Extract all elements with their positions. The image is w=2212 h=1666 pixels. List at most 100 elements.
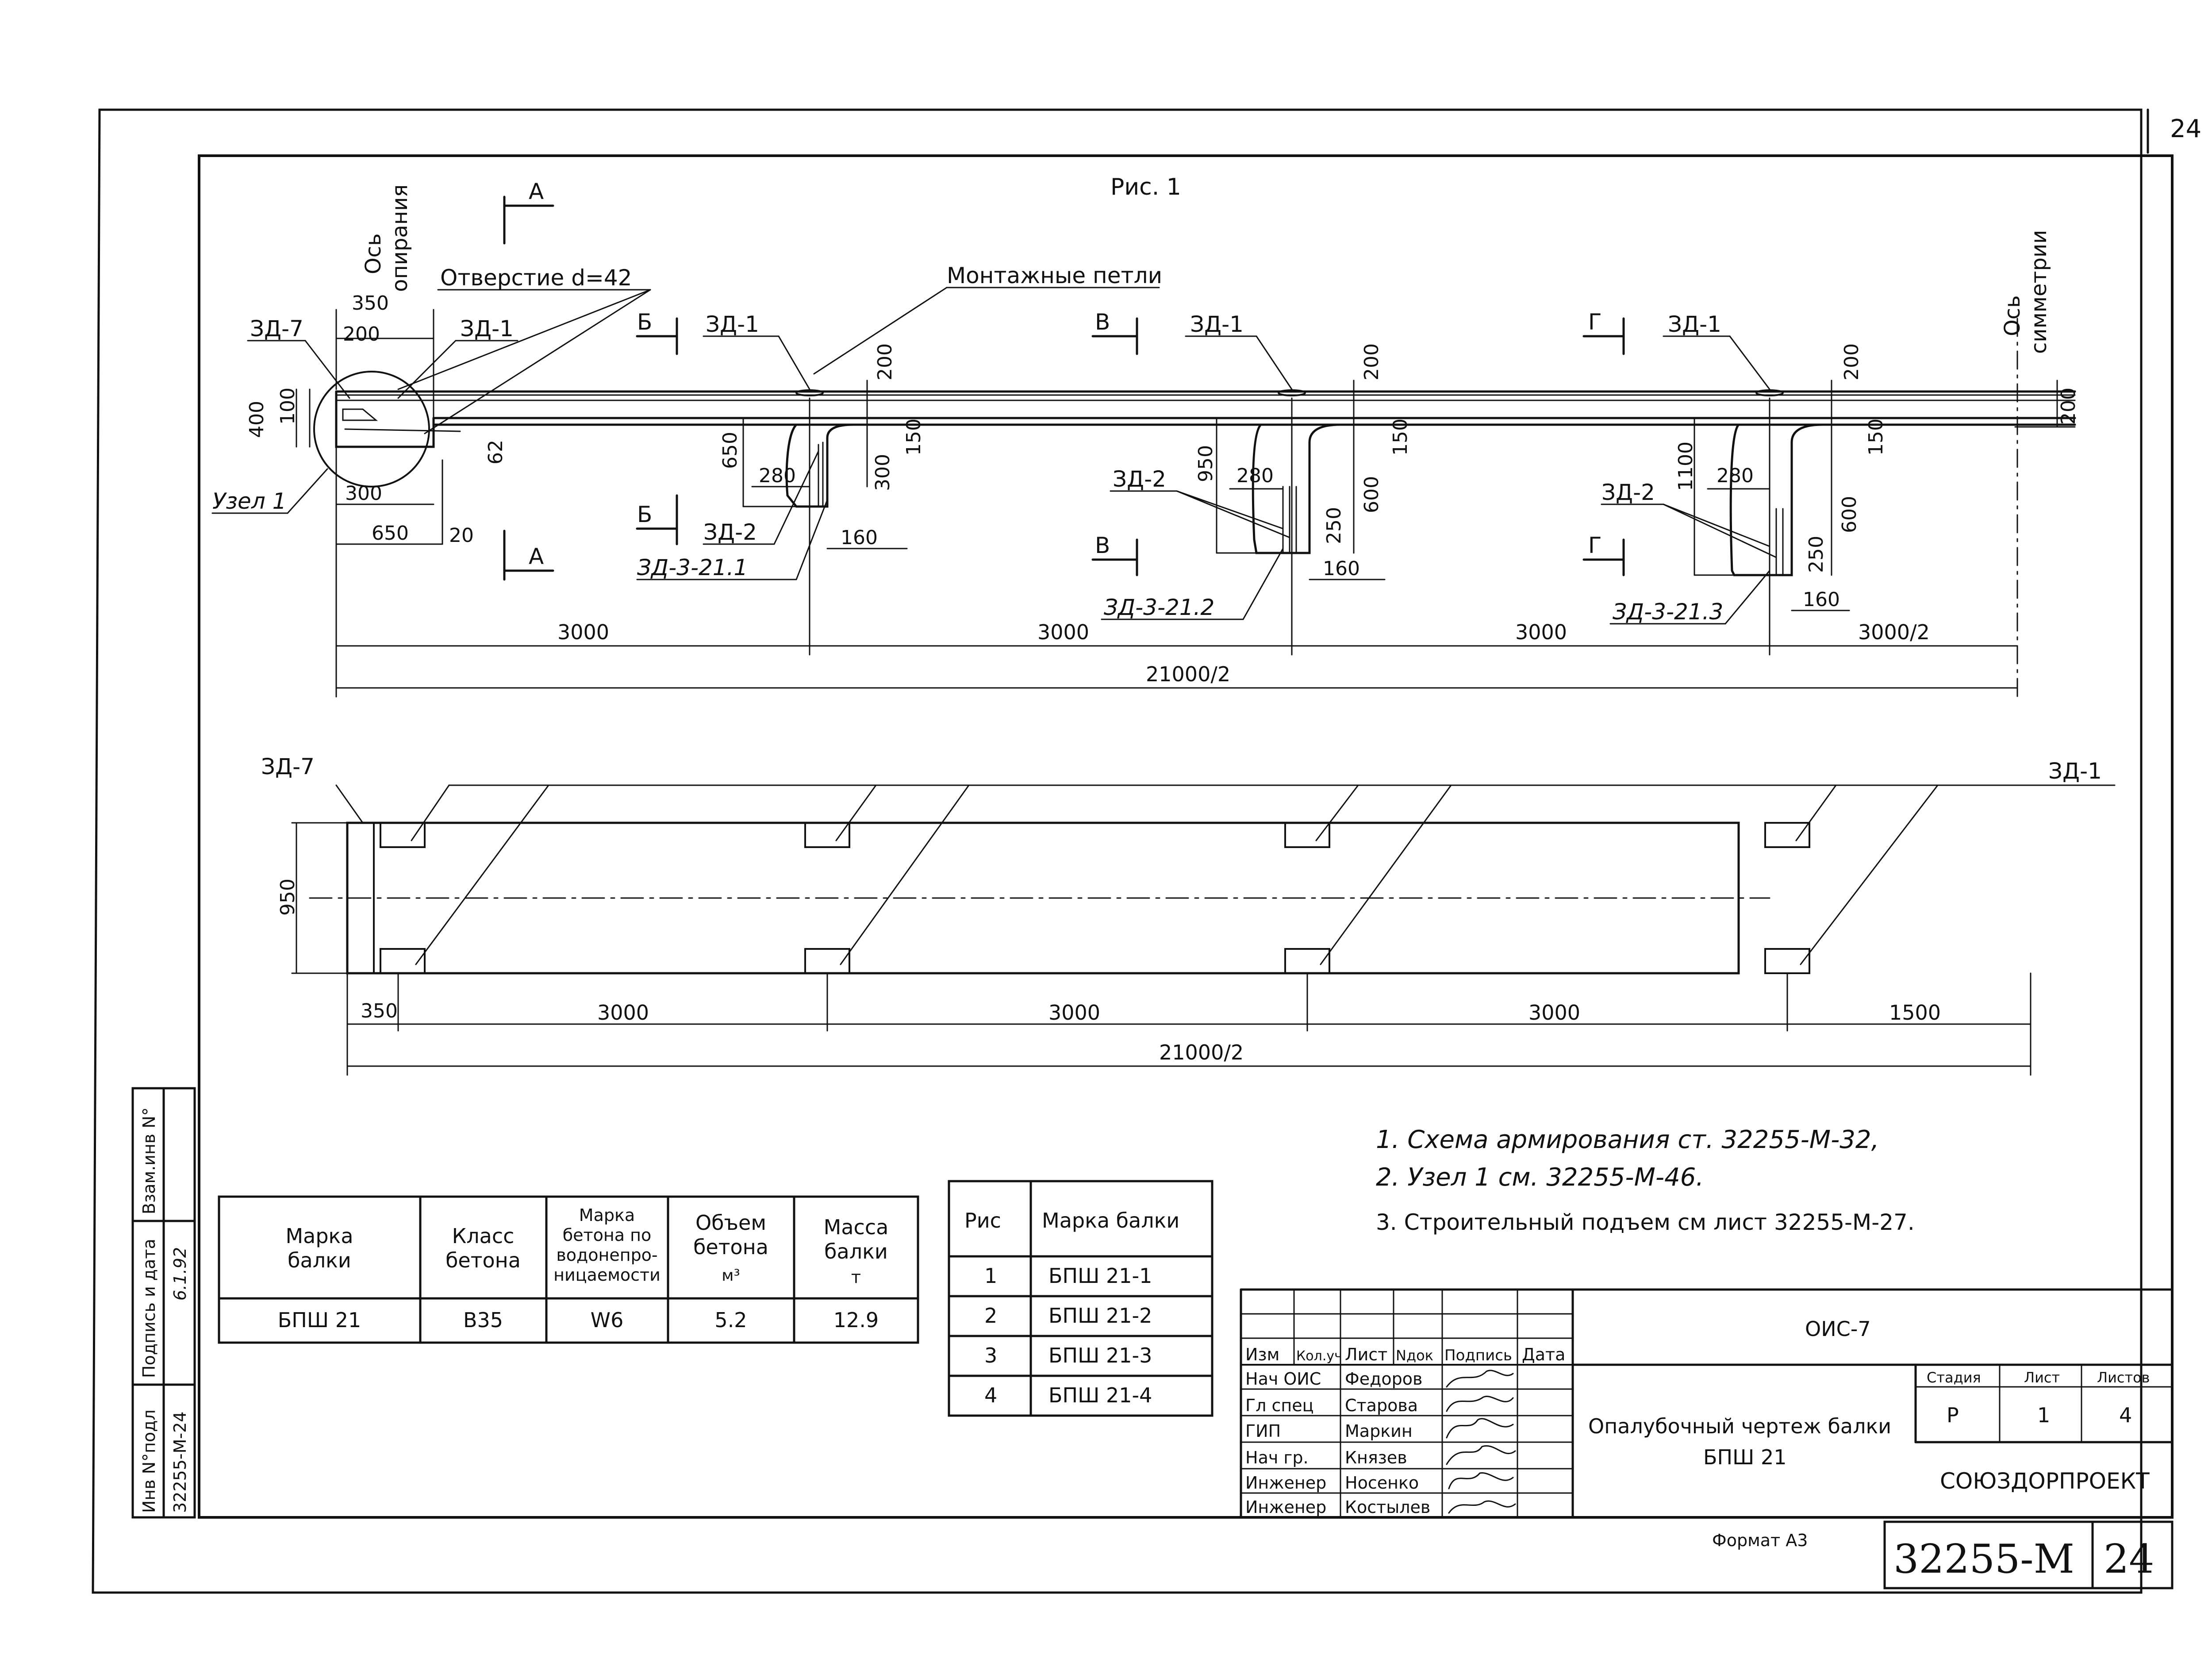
leader-lines: [211, 287, 1777, 625]
bt-v1: БПШ 21: [278, 1308, 361, 1332]
dim-200-r2: 200: [1360, 343, 1383, 380]
bt-h4-1: Объем: [695, 1211, 766, 1235]
dim-200-r4: 200: [2057, 388, 2080, 425]
bt-h1-1: Марка: [285, 1224, 353, 1248]
tb-role-5: Инженер: [1245, 1473, 1326, 1493]
tb-role-3: ГИП: [1245, 1421, 1281, 1441]
bt-h5-2: балки: [824, 1240, 888, 1263]
note-1: 1. Схема армирования ст. 32255-М-32,: [1376, 1125, 1879, 1154]
ft-h2: Марка балки: [1042, 1209, 1179, 1232]
dim-100: 100: [276, 388, 299, 425]
zd3-3-label: ЗД-3-21.3: [1613, 599, 1723, 625]
stamp-inv-value: 32255-М-24: [170, 1412, 190, 1513]
sheet-frame: [92, 108, 2174, 1594]
zd3-1-label: ЗД-3-21.1: [637, 555, 748, 580]
dim-3000-half: 3000/2: [1858, 620, 1930, 644]
tb-org-code: ОИС-7: [1805, 1317, 1871, 1341]
tb-doc-code: 32255-М: [1893, 1536, 2074, 1582]
dim-600-3: 600: [1838, 496, 1861, 533]
dim-200-r1: 200: [874, 343, 896, 380]
tb-sheet-label: Лист: [2024, 1369, 2060, 1386]
tb-name-3: Маркин: [1345, 1421, 1413, 1441]
plan-dim-21000: 21000/2: [1159, 1040, 1244, 1064]
tb-col-list: Лист: [1345, 1345, 1387, 1364]
note-3: 3. Строительный подъем см лист 32255-М-2…: [1376, 1209, 1915, 1235]
zd7-label: ЗД-7: [250, 316, 303, 342]
bt-h5-3: т: [851, 1267, 861, 1287]
tb-sheets-label: Листов: [2097, 1369, 2150, 1386]
beam-table-grid: [218, 1195, 919, 1344]
section-v-top: В: [1095, 309, 1110, 335]
dim-160-1: 160: [841, 526, 878, 549]
dim-350: 350: [352, 292, 389, 315]
zd2-label-3: ЗД-2: [1601, 480, 1655, 505]
section-g-top: Г: [1588, 309, 1602, 335]
bt-h3-2: бетона по: [563, 1225, 652, 1245]
tb-role-2: Гл спец: [1245, 1396, 1314, 1415]
section-a-bottom: А: [529, 544, 544, 569]
stamp-date-value: 6.1.92: [170, 1247, 190, 1301]
ft-r2-c2: БПШ 21-2: [1048, 1304, 1152, 1328]
node-label: Узел 1: [212, 488, 286, 514]
tb-name-6: Костылев: [1345, 1497, 1430, 1517]
dim-3000-3: 3000: [1515, 620, 1567, 644]
note-2: 2. Узел 1 см. 32255-М-46.: [1376, 1163, 1704, 1192]
ft-r4-c2: БПШ 21-4: [1048, 1383, 1152, 1407]
dim-650-end: 650: [372, 522, 409, 545]
zd1-label-3: ЗД-1: [1668, 311, 1721, 337]
section-b-top: Б: [637, 309, 652, 335]
dim-950-rib: 950: [1194, 445, 1217, 482]
ft-r1-c2: БПШ 21-1: [1048, 1264, 1152, 1288]
bt-h5-1: Масса: [824, 1215, 889, 1239]
title-block-grid: [1240, 1288, 2174, 1589]
dim-1100-rib: 1100: [1674, 441, 1697, 491]
dim-300-rib: 300: [872, 454, 894, 491]
dim-280-1: 280: [759, 464, 796, 487]
dim-21000-elev: 21000/2: [1146, 662, 1230, 686]
bt-h1-2: балки: [288, 1248, 351, 1272]
zd3-2-label: ЗД-3-21.2: [1104, 595, 1214, 620]
plan-dim-950: 950: [276, 879, 299, 916]
stamp-inv-repl: Взам.инв N°: [139, 1107, 159, 1214]
node-1-circle: [313, 371, 430, 488]
dim-150-1: 150: [902, 418, 925, 456]
dim-200-r3: 200: [1840, 343, 1863, 380]
bt-h2-1: Класс: [452, 1224, 515, 1248]
plan-zd7-label: ЗД-7: [261, 754, 315, 779]
tb-title-1: Опалубочный чертеж балки: [1588, 1414, 1891, 1438]
plan-dim-3000-1: 3000: [597, 1001, 649, 1025]
section-v-bottom: В: [1095, 533, 1110, 558]
bt-v2: В35: [463, 1308, 503, 1332]
bt-h3-4: ницаемости: [553, 1265, 661, 1285]
tb-stage-label: Стадия: [1927, 1369, 1981, 1386]
tb-col-izm: Изм: [1245, 1345, 1279, 1364]
beam-table: Марка балки Класс бетона Марка бетона по…: [278, 1205, 889, 1332]
plan-dim-3000-2: 3000: [1048, 1001, 1100, 1025]
side-stamp-grid: [131, 1087, 196, 1519]
dim-150-2: 150: [1389, 418, 1412, 456]
bt-h2-2: бетона: [445, 1248, 521, 1272]
fig-table: Рис Марка балки 1 БПШ 21-1 2 БПШ 21-2 3 …: [964, 1209, 1179, 1407]
tb-company: СОЮЗДОРПРОЕКТ: [1940, 1468, 2150, 1494]
tb-col-sign: Подпись: [1444, 1347, 1512, 1364]
tb-name-1: Федоров: [1345, 1369, 1422, 1389]
bt-h4-2: бетона: [693, 1235, 768, 1259]
dim-280-3: 280: [1717, 464, 1754, 487]
beam-plan: [309, 784, 2116, 975]
fig-table-grid: [948, 1180, 1214, 1417]
plan-zd1-label: ЗД-1: [2048, 758, 2102, 784]
zd2-label-2: ЗД-2: [1113, 466, 1166, 492]
signatures: [1446, 1370, 1516, 1514]
tb-role-4: Нач гр.: [1245, 1448, 1309, 1467]
plan-dim-350: 350: [361, 1000, 398, 1022]
tb-col-koluch: Кол.уч: [1296, 1348, 1342, 1364]
dim-600-2: 600: [1360, 476, 1383, 513]
ft-r3-c1: 3: [984, 1344, 997, 1367]
zd2-label-1: ЗД-2: [703, 519, 757, 545]
elevation-dimensions: [296, 309, 2058, 698]
side-stamp: Инв N°подл Подпись и дата Взам.инв N° 32…: [139, 1107, 190, 1513]
tb-col-date: Дата: [1522, 1345, 1565, 1364]
bt-h3-3: водонепро-: [556, 1245, 657, 1265]
figure-title: Рис. 1: [1110, 174, 1181, 200]
